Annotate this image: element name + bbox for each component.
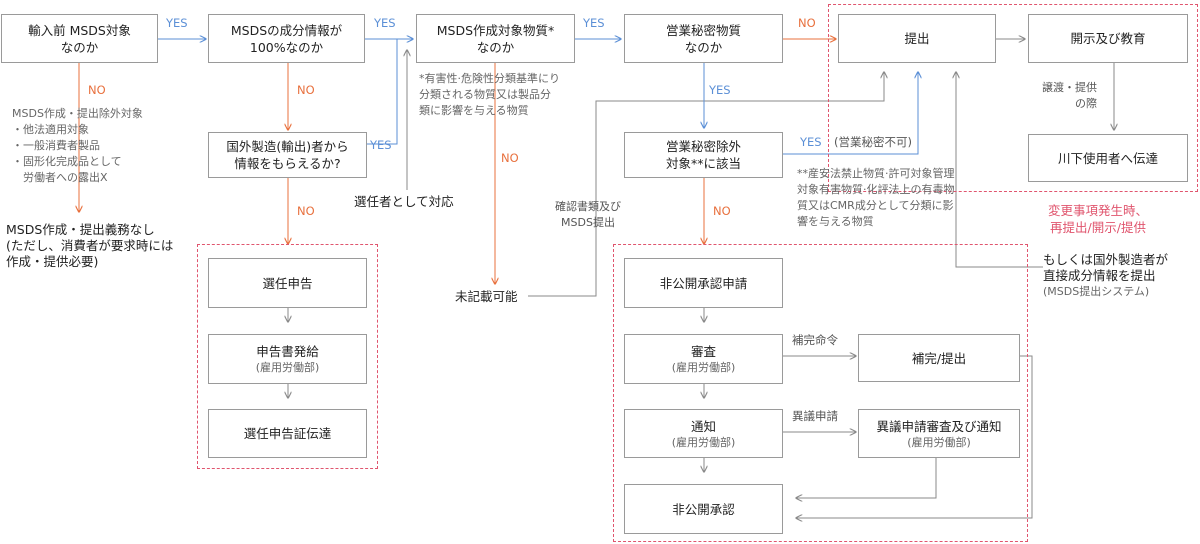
arrow-supplement-result [796,355,1033,518]
box-component-100: MSDSの成分情報が 100%なのか [208,14,365,63]
note-change-event: 変更事項発生時、 再提出/開示/提供 [1048,203,1149,235]
box-submit: 提出 [838,14,996,63]
note-star2: **産安法禁止物質·許可対象管理 対象有害物質·化評法上の有毒物 質又はCMR成… [797,167,955,228]
box-disclosure: 開示及び教育 [1028,14,1188,63]
box-trade-secret: 営業秘密物質 なのか [624,14,783,63]
note-appointee: 選任者として対応 [354,194,454,209]
label-objection: 異議申請 [792,409,838,423]
nondisclosure-group-frame [613,244,1028,542]
box-msds-target: MSDS作成対象物質* なのか [416,14,575,63]
note-foreign-direct: もしくは国外製造者が 直接成分情報を提出 (MSDS提出システム) [1043,252,1169,298]
note-not-stated: 未記載可能 [455,289,518,304]
box-supplement: 補完/提出 [858,334,1020,382]
box-downstream: 川下使用者へ伝達 [1028,134,1188,182]
label-secret-na: (営業秘密不可) [834,135,912,149]
box-appoint-report: 選任申告 [208,258,367,308]
submit-group-frame [828,4,1198,192]
note-star1: *有害性·危険性分類基準にり 分類される物質又は製品分 類に影響を与える物質 [419,72,560,117]
box-objection-review: 異議申請審査及び通知(雇用労働部) [858,409,1020,458]
label-yes-3: YES [583,16,605,30]
label-yes-secret: YES [709,83,731,97]
box-foreign-mfr: 国外製造(輸出)者から 情報をもらえるか? [208,132,367,178]
arrow-foreign-yes [367,39,398,145]
label-confirm-docs: 確認書類及び MSDS提出 [555,200,621,229]
box-nondisclosure-approved: 非公開承認 [624,484,783,534]
box-import-msds: 輸入前 MSDS対象 なのか [1,14,158,63]
box-review: 審査(雇用労働部) [624,334,783,384]
label-no-foreign: NO [297,204,315,218]
label-no-import: NO [88,83,106,97]
appointee-group-frame [197,244,378,469]
label-no-exclusion: NO [713,204,731,218]
box-notice: 通知(雇用労働部) [624,409,783,458]
label-yes-exclusion: YES [800,135,822,149]
box-secret-exclusion: 営業秘密除外 対象**に該当 [624,132,783,178]
box-appoint-cert: 選任申告証伝達 [208,409,367,458]
box-nondisclosure-apply: 非公開承認申請 [624,258,783,308]
label-transfer: 譲渡・提供 の際 [1042,81,1097,110]
arrow-foreign-direct [956,72,1043,268]
note-exempt: MSDS作成・提出除外対象 ・他法適用対象 ・一般消費者製品 ・固形化完成品とし… [12,107,143,184]
arrow-confirm-docs [528,72,884,297]
label-no-msds: NO [501,151,519,165]
label-yes-foreign: YES [370,138,392,152]
label-no-secret: NO [798,16,816,30]
note-no-obligation: MSDS作成・提出義務なし (ただし、消費者が要求時には 作成・提供必要) [6,222,174,269]
label-supplement-order: 補完命令 [792,333,838,347]
box-report-issue: 申告書発給(雇用労働部) [208,334,367,384]
label-yes-1: YES [166,16,188,30]
arrow-objection-result [796,458,937,498]
label-yes-2: YES [374,16,396,30]
label-no-component: NO [297,83,315,97]
